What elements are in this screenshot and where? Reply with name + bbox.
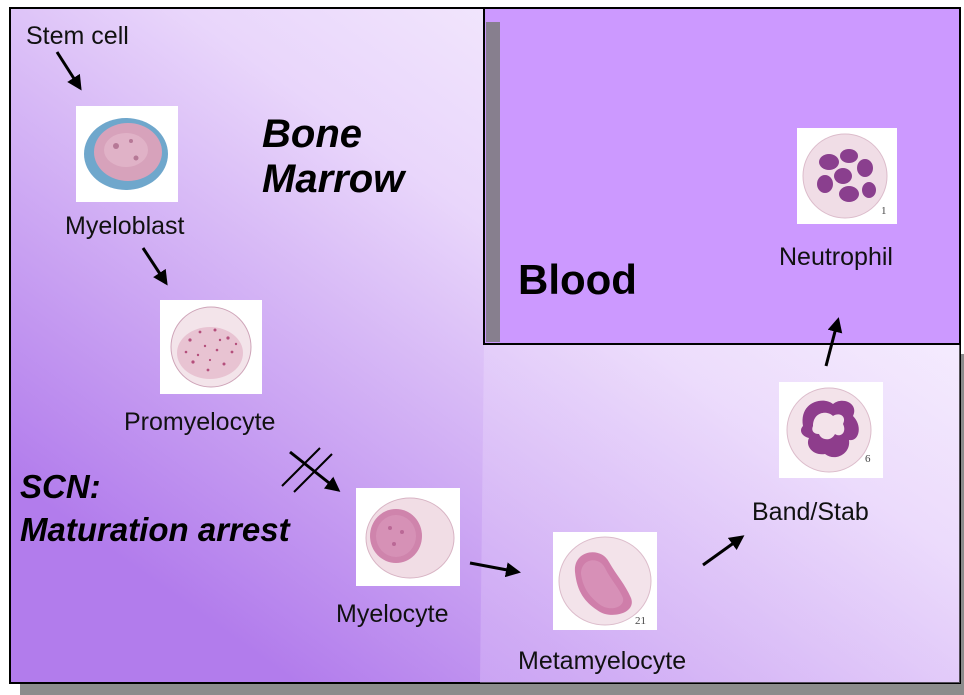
band-stab-label: Band/Stab: [752, 498, 869, 527]
marrow-lower-tint: [480, 344, 960, 683]
myeloblast-label: Myeloblast: [65, 212, 185, 241]
band-stab-image: 6: [779, 382, 883, 478]
stem-cell-label: Stem cell: [26, 22, 129, 51]
metamyelocyte-label: Metamyelocyte: [518, 647, 686, 676]
blood-inner-shadow: [486, 22, 500, 342]
bone-marrow-title-line1: Bone: [262, 112, 404, 157]
neutrophil-label: Neutrophil: [779, 243, 893, 272]
promyelocyte-label: Promyelocyte: [124, 408, 275, 437]
myelocyte-label: Myelocyte: [336, 600, 449, 629]
band-stab-plate-number: 6: [865, 453, 871, 465]
neutrophil-plate-number: 1: [881, 205, 887, 217]
blood-title: Blood: [518, 256, 637, 304]
neutrophil-image: 1: [797, 128, 897, 224]
myelocyte-image: [356, 488, 460, 586]
metamyelocyte-image: 21: [553, 532, 657, 630]
scn-subtitle: Maturation arrest: [20, 511, 290, 549]
bone-marrow-title-line2: Marrow: [262, 157, 404, 202]
bone-marrow-title: Bone Marrow: [262, 112, 404, 202]
scn-title: SCN:: [20, 468, 101, 506]
promyelocyte-image: [160, 300, 262, 394]
metamyelocyte-plate-number: 21: [635, 615, 646, 627]
myeloblast-image: [76, 106, 178, 202]
